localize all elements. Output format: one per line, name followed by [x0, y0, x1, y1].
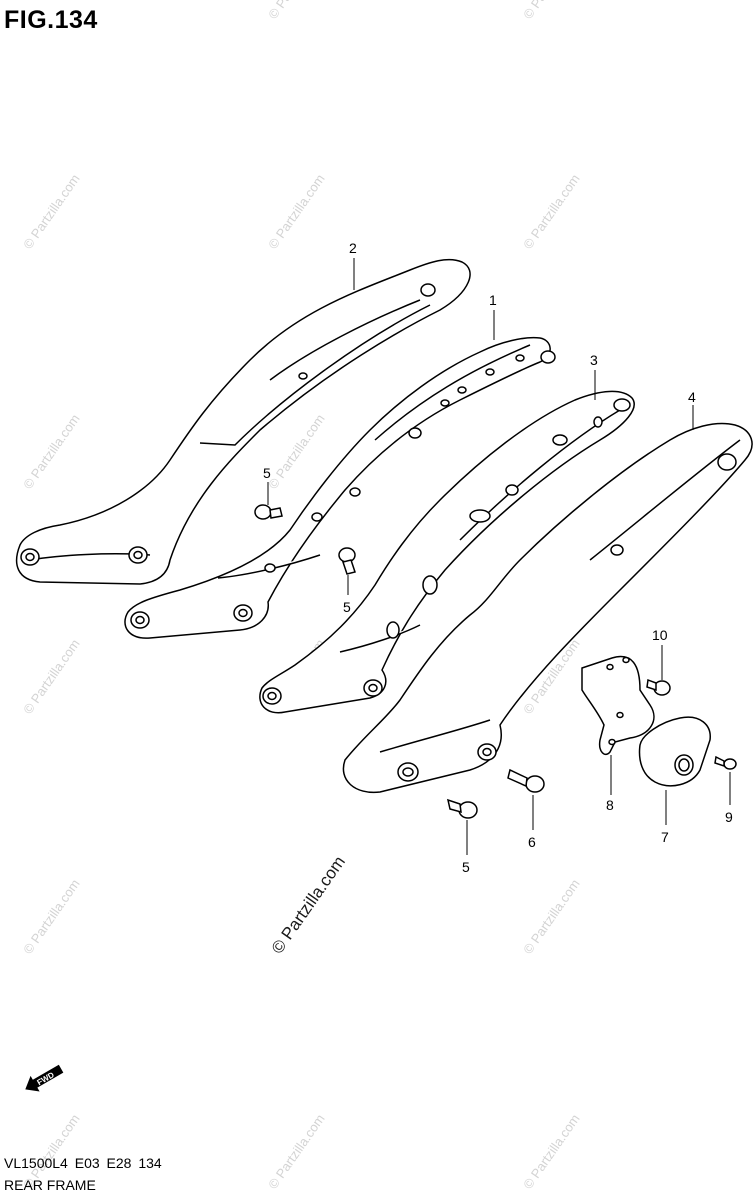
bracket-part-8: [581, 655, 655, 756]
figure-title: FIG.134: [4, 6, 98, 34]
rear-frame-part-1: [124, 336, 556, 639]
watermark: © Partzilla.com: [20, 876, 83, 956]
leader-lines: [267, 258, 731, 855]
section-name: REAR FRAME: [4, 1177, 96, 1193]
callout-5: 5: [263, 465, 271, 481]
bolt-part-5c: [446, 798, 478, 819]
watermark: © Partzilla.com: [20, 636, 83, 716]
watermark: © Partzilla.com: [265, 171, 328, 251]
callouts: 2 1 3 4 5 5 5 6 7 8 9 10: [263, 240, 733, 875]
rear-frame-part-3: [259, 390, 635, 714]
watermark: © Partzilla.com: [265, 411, 328, 491]
watermark-center: © Partzilla.com: [268, 853, 349, 958]
callout-5: 5: [462, 859, 470, 875]
callout-10: 10: [652, 627, 668, 643]
bolt-part-10: [646, 678, 671, 696]
bolt-part-5a: [254, 504, 283, 520]
watermark: © Partzilla.com: [520, 0, 583, 22]
callout-7: 7: [661, 829, 669, 845]
watermark: © Partzilla.com: [520, 171, 583, 251]
watermark: © Partzilla.com: [20, 171, 83, 251]
rear-frame-part-2: [15, 258, 471, 585]
callout-1: 1: [489, 292, 497, 308]
fwd-arrow: FWD: [25, 1064, 64, 1092]
watermark: © Partzilla.com: [520, 1111, 583, 1191]
bushing-part-7: [638, 716, 711, 787]
bolt-part-5b: [338, 547, 356, 575]
callout-6: 6: [528, 834, 536, 850]
callout-4: 4: [688, 389, 696, 405]
callout-3: 3: [590, 352, 598, 368]
callout-2: 2: [349, 240, 357, 256]
watermark: © Partzilla.com: [265, 0, 328, 22]
callout-8: 8: [606, 797, 614, 813]
rear-frame-part-4: [342, 422, 753, 794]
bolt-part-6: [507, 768, 545, 793]
callout-9: 9: [725, 809, 733, 825]
callout-5: 5: [343, 599, 351, 615]
watermark: © Partzilla.com: [20, 411, 83, 491]
model-code: VL1500L4 E03 E28 134: [4, 1155, 162, 1171]
screw-part-9: [714, 755, 737, 770]
watermark: © Partzilla.com: [520, 876, 583, 956]
watermark: © Partzilla.com: [265, 1111, 328, 1191]
